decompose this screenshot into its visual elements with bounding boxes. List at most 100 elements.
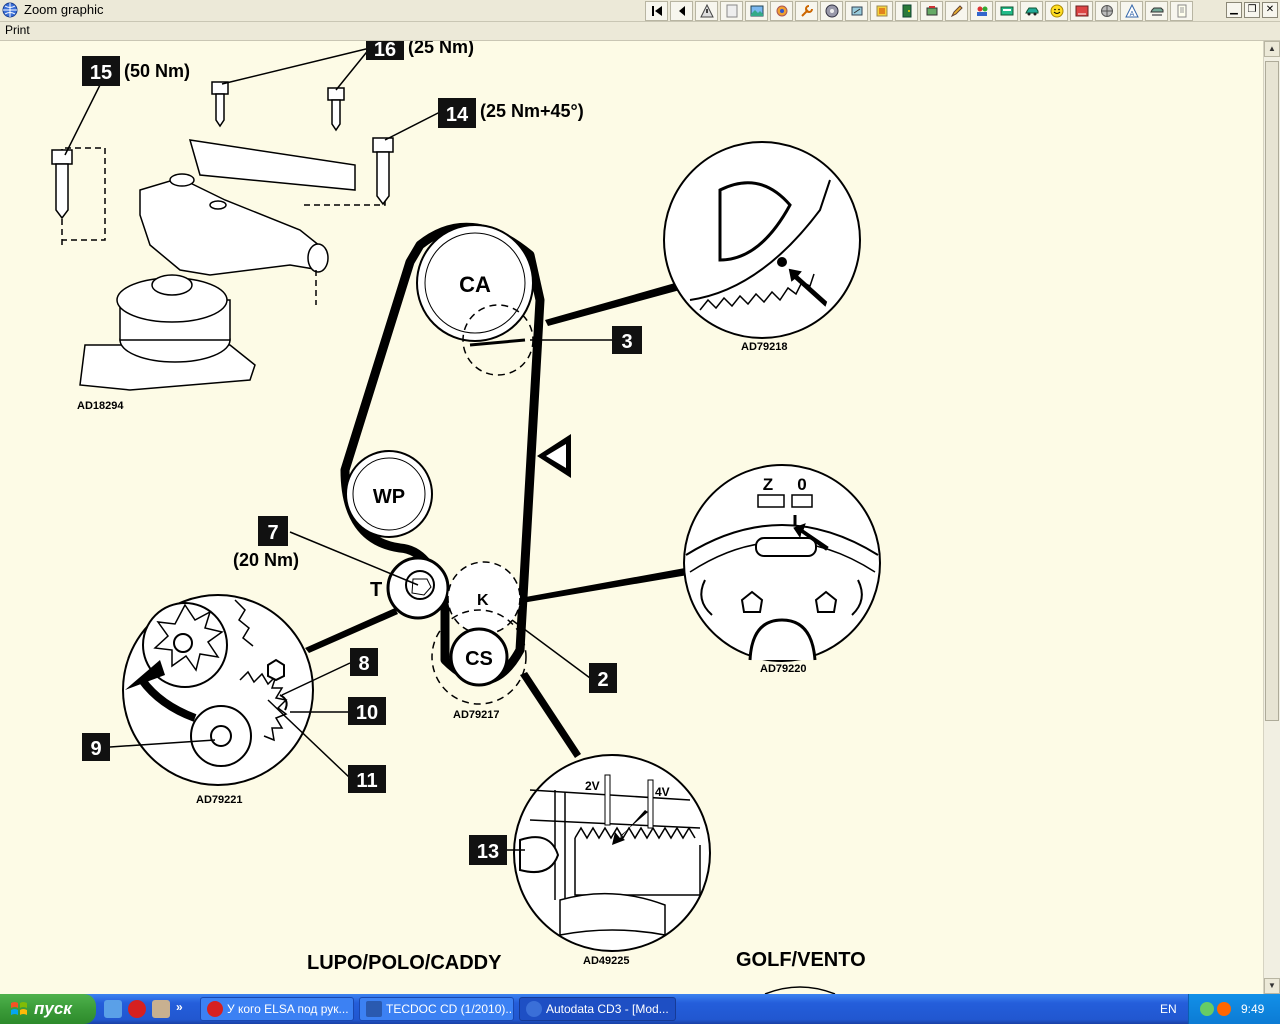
- taskbar: пуск » У кого ELSA под рук... TECDOC CD …: [0, 994, 1280, 1024]
- callout-16-box: [366, 41, 404, 60]
- pulley-ca: CA: [416, 224, 534, 342]
- smiley-button[interactable]: [1045, 1, 1068, 21]
- tool-button[interactable]: [845, 1, 868, 21]
- pulley-k-label: K: [477, 592, 489, 609]
- close-button[interactable]: ✕: [1262, 2, 1278, 18]
- task-label: У кого ELSA под рук...: [227, 1002, 349, 1016]
- leader-11: [267, 699, 351, 779]
- callout-7-torque: (20 Nm): [233, 550, 299, 570]
- caption-lupo-polo-caddy: LUPO/POLO/CADDY: [307, 952, 502, 974]
- opera-icon: [207, 1001, 223, 1017]
- scroll-down-button[interactable]: ▼: [1264, 978, 1280, 994]
- gauge-button[interactable]: [1070, 1, 1093, 21]
- blank-page-button[interactable]: [720, 1, 743, 21]
- app-globe-icon: [2, 2, 18, 18]
- more-chevron-icon[interactable]: »: [176, 1000, 183, 1014]
- task-button-autodata[interactable]: Autodata CD3 - [Mod...: [519, 997, 676, 1021]
- callout-8: 8: [358, 653, 369, 675]
- maximize-button[interactable]: ❐: [1244, 2, 1260, 18]
- mark-2v: 2V: [585, 779, 600, 793]
- callout-10-box: [348, 697, 386, 725]
- pulley-wp-label: WP: [373, 486, 405, 508]
- first-icon: [651, 6, 662, 16]
- start-button[interactable]: пуск: [0, 994, 96, 1024]
- mark-4v: 4V: [655, 785, 670, 799]
- mark-arrow-icon: [788, 268, 828, 307]
- detail-ad79221: [122, 594, 314, 786]
- wrench-button[interactable]: [795, 1, 818, 21]
- callout-7: 7: [267, 522, 278, 544]
- leader-9: [109, 739, 216, 748]
- ie-icon[interactable]: [104, 1000, 122, 1018]
- callout-14-box: [438, 98, 476, 128]
- first-button[interactable]: [645, 1, 668, 21]
- menu-print[interactable]: Print: [5, 23, 30, 37]
- engine-mount-drawing: [61, 139, 386, 391]
- leader-8: [281, 662, 351, 696]
- ref-ad79221: AD79221: [196, 794, 242, 806]
- window-controls: ▁ ❐ ✕: [1224, 2, 1278, 18]
- autodata-icon: [526, 1001, 542, 1017]
- note-button[interactable]: [1170, 1, 1193, 21]
- pulley-cs-label: CS: [465, 648, 493, 670]
- callout-2-box: [589, 663, 617, 693]
- list-icon: [876, 5, 887, 17]
- svg-text:A: A: [1129, 11, 1134, 18]
- engine-button[interactable]: [920, 1, 943, 21]
- callout-14: 14: [446, 104, 469, 126]
- close-icon: ✕: [1265, 4, 1275, 15]
- callout-15-torque: (50 Nm): [124, 61, 190, 81]
- connector-ad79218: [545, 283, 680, 326]
- mark-zero: 0: [797, 475, 806, 494]
- blank-page-icon: [726, 4, 737, 18]
- people-button[interactable]: [970, 1, 993, 21]
- network-icon[interactable]: [1200, 1002, 1214, 1016]
- globe-button[interactable]: [1095, 1, 1118, 21]
- leader-2: [511, 619, 591, 679]
- card-button[interactable]: [995, 1, 1018, 21]
- rotate-arrow-icon: [125, 660, 165, 690]
- vertical-scrollbar[interactable]: ▲ ▼: [1263, 41, 1280, 994]
- task-button-opera[interactable]: У кого ELSA под рук...: [200, 997, 354, 1021]
- minimize-button[interactable]: ▁: [1226, 2, 1242, 18]
- landscape-icon: [750, 5, 763, 17]
- start-label: пуск: [34, 999, 72, 1018]
- ref-ad79218: AD79218: [741, 341, 787, 353]
- scroll-up-button[interactable]: ▲: [1264, 41, 1280, 57]
- callout-9-box: [82, 733, 110, 761]
- disc-button[interactable]: [820, 1, 843, 21]
- door-button[interactable]: [895, 1, 918, 21]
- list-button[interactable]: [870, 1, 893, 21]
- timing-belt-diagram: 15 (50 Nm) 16 (25 Nm) 14 (25 Nm+45°) AD1…: [51, 41, 881, 994]
- caption-golf-vento: GOLF/VENTO: [736, 949, 866, 971]
- ref-ad49225: AD49225: [583, 955, 629, 967]
- graphic-canvas[interactable]: 15 (50 Nm) 16 (25 Nm) 14 (25 Nm+45°) AD1…: [0, 41, 1263, 994]
- ca-timing-mark: [469, 338, 526, 347]
- app-ql-icon[interactable]: [152, 1000, 170, 1018]
- opera-ql-icon[interactable]: [128, 1000, 146, 1018]
- callout-11: 11: [356, 770, 377, 792]
- tray-app-icon[interactable]: [1217, 1002, 1231, 1016]
- door-icon: [902, 4, 911, 18]
- pencil-button[interactable]: [945, 1, 968, 21]
- tecdoc-icon: [366, 1001, 382, 1017]
- bolt-14: [372, 137, 394, 206]
- warning-button[interactable]: [695, 1, 718, 21]
- callout-10: 10: [356, 702, 378, 724]
- back-icon: [678, 6, 685, 16]
- task-button-tecdoc[interactable]: TECDOC CD (1/2010)...: [359, 997, 514, 1021]
- scroll-thumb[interactable]: [1265, 61, 1279, 721]
- settings-button[interactable]: [770, 1, 793, 21]
- language-indicator[interactable]: EN: [1160, 1002, 1177, 1016]
- minimize-icon: ▁: [1230, 4, 1238, 15]
- task-label: Autodata CD3 - [Mod...: [546, 1002, 669, 1016]
- back-button[interactable]: [670, 1, 693, 21]
- landscape-button[interactable]: [745, 1, 768, 21]
- triangle-button[interactable]: A: [1120, 1, 1143, 21]
- car-lift-button[interactable]: [1145, 1, 1168, 21]
- bolt-15: [51, 149, 73, 220]
- pulley-ca-label: CA: [459, 272, 491, 297]
- quick-launch: »: [104, 1000, 183, 1018]
- car-button[interactable]: [1020, 1, 1043, 21]
- mark-arrow3-icon: [612, 810, 648, 845]
